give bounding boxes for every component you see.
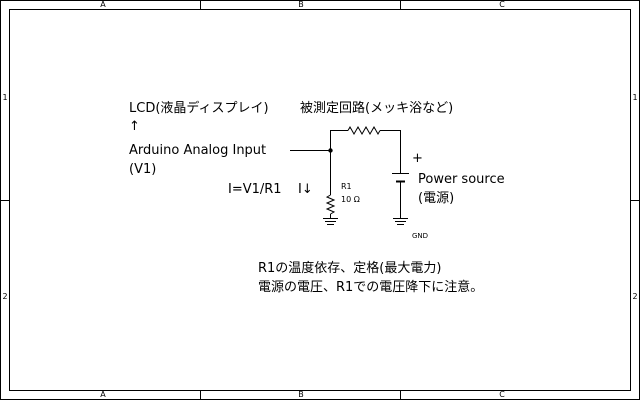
lcd-label: LCD(液晶ディスプレイ) [129,101,269,116]
zone-marker-bottom-b: B [298,390,304,399]
zone-marker-top-b: B [298,0,304,9]
zone-marker-bottom-a: A [100,390,106,399]
current-direction-label: I↓ [298,182,313,197]
r1-value-label: 10 Ω [341,195,360,204]
sheet-inner-border [9,9,631,391]
zone-marker-right-2: 2 [632,292,638,301]
dut-resistor-symbol [347,125,381,136]
formula-label: I=V1/R1 [228,182,282,197]
plus-label: + [412,151,423,166]
zone-marker-left-2: 2 [2,292,8,301]
r1-resistor-symbol [325,194,336,215]
zone-marker-bottom-c: C [499,390,505,399]
zone-marker-top-c: C [499,0,505,9]
note-line-2: 電源の電圧、R1での電圧降下に注意。 [258,280,484,295]
arduino-input-label: Arduino Analog Input [129,143,267,158]
circuit-wires [290,130,401,218]
power-source-jp-label: (電源) [418,191,455,206]
v1-label: (V1) [129,162,157,177]
zone-marker-right-1: 1 [632,93,638,102]
ground-symbol-r1 [323,218,338,225]
note-line-1: R1の温度依存、定格(最大電力) [258,261,442,276]
zone-marker-top-a: A [100,0,106,9]
up-arrow-icon: ↑ [129,119,140,134]
r1-name-label: R1 [341,182,352,191]
zone-marker-left-1: 1 [2,93,8,102]
junction-dot [328,148,333,153]
ground-symbol-source [393,218,408,225]
device-under-test-label: 被測定回路(メッキ浴など) [300,101,454,116]
power-source-symbol [392,173,409,183]
power-source-label: Power source [418,172,505,187]
gnd-label: GND [412,232,429,240]
